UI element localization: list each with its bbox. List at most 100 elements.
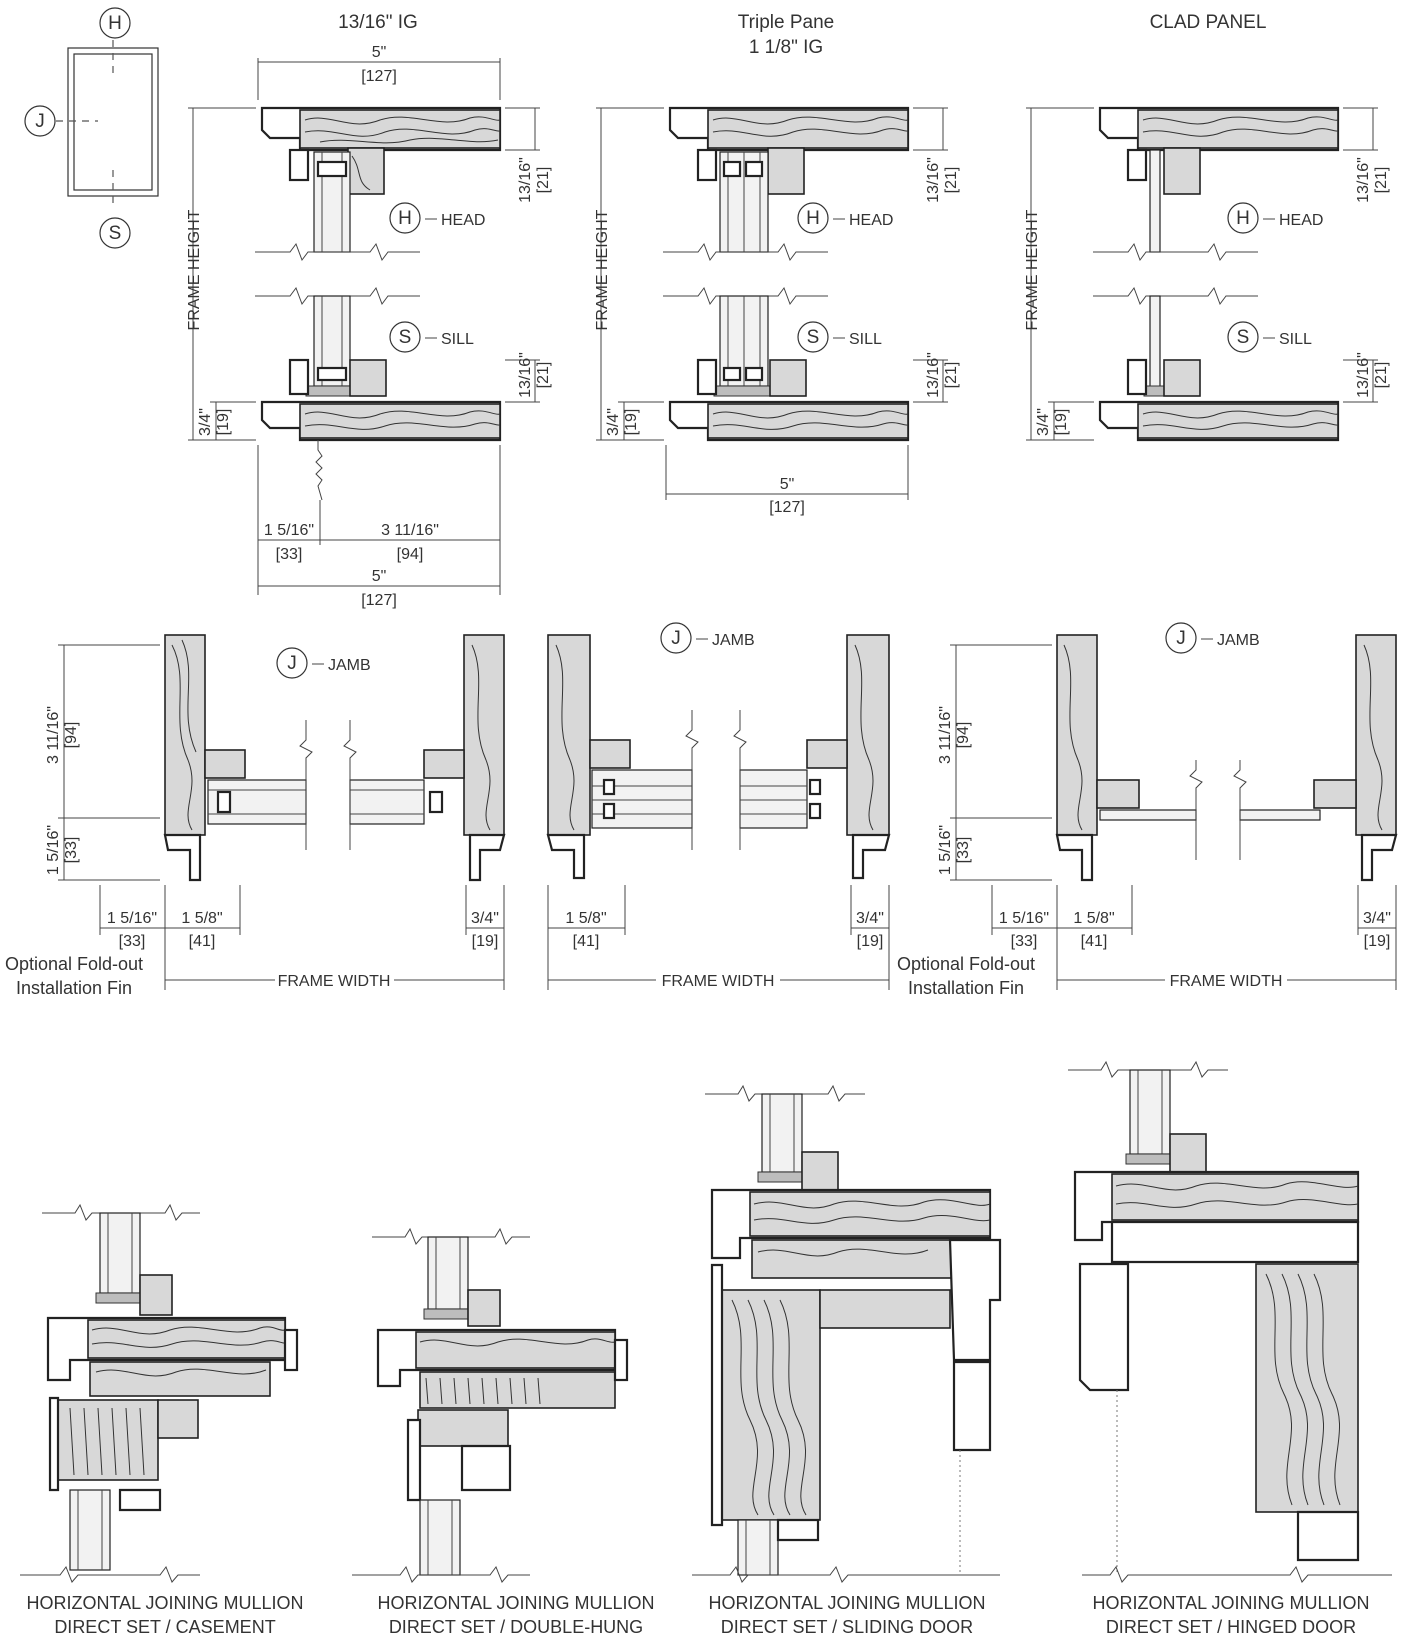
frame-height-label: FRAME HEIGHT	[594, 209, 611, 330]
fin-note-line2: Installation Fin	[908, 978, 1024, 998]
vertical-section-triple-pane: Triple Pane 1 1/8" IG FRAME HEIGHT	[594, 12, 960, 516]
section-title-line1: Triple Pane	[738, 12, 834, 33]
sill-callout-letter: S	[807, 327, 820, 348]
frame-height-label: FRAME HEIGHT	[186, 209, 203, 330]
caption-line1: HORIZONTAL JOINING MULLION	[26, 1593, 303, 1613]
jamb-marker-letter: J	[35, 111, 45, 132]
head-callout-letter: H	[1236, 208, 1250, 229]
head-callout-marker	[1227, 202, 1259, 234]
jamb-section-13-16-ig: 3 11/16" [94] 1 5/16" [33] J JAMB 1 5/16…	[5, 634, 506, 998]
mullion-detail-hinged-door: HORIZONTAL JOINING MULLION DIRECT SET / …	[1068, 1060, 1392, 1636]
bottom-width-dim: 5"	[372, 568, 387, 585]
caption-line1: HORIZONTAL JOINING MULLION	[1092, 1593, 1369, 1613]
section-title: 13/16" IG	[338, 12, 418, 33]
mullion-detail-double-hung: HORIZONTAL JOINING MULLION DIRECT SET / …	[352, 1227, 655, 1636]
right-dim: 3/4"	[856, 910, 884, 927]
jamb-callout-letter: J	[1176, 628, 1186, 649]
frame-width-label: FRAME WIDTH	[662, 973, 775, 990]
left-mm: [41]	[573, 933, 600, 950]
sill-height-mm: [19]	[215, 409, 232, 436]
sill-callout-label: SILL	[1279, 331, 1312, 348]
left-part-dim: 1 5/16"	[264, 522, 314, 539]
bottom-width-mm: [127]	[769, 499, 805, 516]
sill-callout-label: SILL	[441, 331, 474, 348]
head-marker-letter: H	[108, 13, 122, 34]
caption-line2: DIRECT SET / HINGED DOOR	[1106, 1617, 1356, 1636]
bottom-width-dim: 5"	[780, 476, 795, 493]
head-callout-marker	[389, 202, 421, 234]
top-width-dim: 5"	[372, 44, 387, 61]
vertical-section-13-16-ig: 13/16" IG 5" [127]	[186, 12, 552, 609]
right-mm: [19]	[857, 933, 884, 950]
sill-callout-marker	[389, 321, 421, 353]
sill-callout-label: SILL	[849, 331, 882, 348]
frame-height-label: FRAME HEIGHT	[1024, 209, 1041, 330]
fin-mm: [33]	[1011, 933, 1038, 950]
head-callout-letter: H	[398, 208, 412, 229]
caption-line2: DIRECT SET / DOUBLE-HUNG	[389, 1617, 643, 1636]
upper-dim: 3 11/16"	[45, 706, 62, 764]
head-depth-mm: [21]	[535, 167, 552, 194]
left-dim: 1 5/8"	[565, 910, 606, 927]
upper-dim: 3 11/16"	[937, 706, 954, 764]
left-dim: 1 5/8"	[181, 910, 222, 927]
sill-depth-mm: [21]	[943, 362, 960, 389]
sill-depth-dim: 13/16"	[517, 352, 534, 398]
head-depth-dim: 13/16"	[1355, 157, 1372, 203]
lower-mm: [33]	[955, 837, 972, 864]
right-part-dim: 3 11/16"	[381, 522, 439, 539]
left-part-mm: [33]	[276, 546, 303, 563]
sill-depth-mm: [21]	[1373, 362, 1390, 389]
sill-height-mm: [19]	[1053, 409, 1070, 436]
jamb-callout-label: JAMB	[1217, 632, 1260, 649]
jamb-callout-letter: J	[287, 653, 297, 674]
top-width-mm: [127]	[361, 68, 397, 85]
jamb-callout-marker	[1165, 622, 1197, 654]
sill-height-dim: 3/4"	[1035, 408, 1052, 436]
head-depth-dim: 13/16"	[517, 157, 534, 203]
head-depth-dim: 13/16"	[925, 157, 942, 203]
fin-dim: 1 5/16"	[107, 910, 157, 927]
sill-depth-dim: 13/16"	[925, 352, 942, 398]
lower-dim: 1 5/16"	[45, 825, 62, 875]
sill-depth-mm: [21]	[535, 362, 552, 389]
section-title-line2: 1 1/8" IG	[749, 37, 823, 58]
head-callout-label: HEAD	[849, 212, 893, 229]
fin-note-line2: Installation Fin	[16, 978, 132, 998]
head-depth-mm: [21]	[1373, 167, 1390, 194]
lower-mm: [33]	[63, 837, 80, 864]
right-dim: 3/4"	[471, 910, 499, 927]
caption-line2: DIRECT SET / CASEMENT	[54, 1617, 275, 1636]
sill-marker-letter: S	[109, 223, 122, 244]
jamb-section-marker	[24, 105, 56, 137]
sill-callout-letter: S	[399, 327, 412, 348]
sill-callout-letter: S	[1237, 327, 1250, 348]
jamb-callout-label: JAMB	[712, 632, 755, 649]
jamb-callout-label: JAMB	[328, 657, 371, 674]
jamb-section-clad-panel: 3 11/16" [94] 1 5/16" [33] J JAMB 1 5/16…	[897, 622, 1398, 998]
mullion-detail-sliding-door: HORIZONTAL JOINING MULLION DIRECT SET / …	[692, 1084, 1002, 1636]
upper-mm: [94]	[955, 722, 972, 749]
left-dim: 1 5/8"	[1073, 910, 1114, 927]
right-part-mm: [94]	[397, 546, 424, 563]
sill-callout-marker	[797, 321, 829, 353]
sill-section-marker	[99, 217, 131, 249]
head-callout-letter: H	[806, 208, 820, 229]
fin-note-line1: Optional Fold-out	[5, 954, 143, 974]
bottom-width-mm: [127]	[361, 592, 397, 609]
sill-height-mm: [19]	[623, 409, 640, 436]
jamb-section-triple-pane: J JAMB 1 5/8" [41] 3/4" [19] FRAME WIDTH	[546, 622, 891, 990]
mullion-detail-casement: HORIZONTAL JOINING MULLION DIRECT SET / …	[20, 1203, 304, 1636]
left-mm: [41]	[1081, 933, 1108, 950]
sill-depth-dim: 13/16"	[1355, 352, 1372, 398]
head-depth-mm: [21]	[943, 167, 960, 194]
jamb-callout-marker	[276, 647, 308, 679]
head-callout-marker	[797, 202, 829, 234]
lower-dim: 1 5/16"	[937, 825, 954, 875]
head-section-marker	[99, 7, 131, 39]
head-callout-label: HEAD	[1279, 212, 1323, 229]
right-mm: [19]	[1364, 933, 1391, 950]
caption-line2: DIRECT SET / SLIDING DOOR	[721, 1617, 973, 1636]
fin-dim: 1 5/16"	[999, 910, 1049, 927]
key-plan: H J S	[24, 7, 159, 249]
